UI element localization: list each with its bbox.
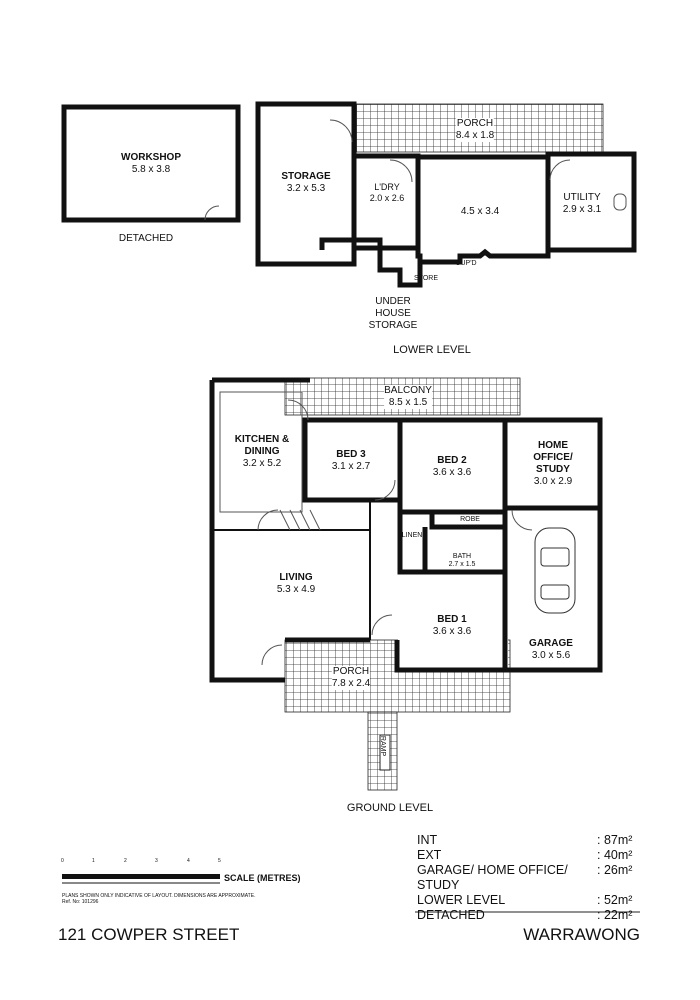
room-name: L'DRY (374, 182, 400, 192)
room-dims: 3.6 x 3.6 (432, 467, 472, 478)
room-name: HOME OFFICE/ STUDY (533, 440, 573, 475)
garage-walls (502, 505, 603, 673)
car-icon (534, 527, 576, 614)
scale-label: SCALE (METRES) (224, 873, 301, 883)
room-name: STORAGE (281, 171, 331, 182)
room-name: PORCH (332, 666, 370, 677)
area-value: : 87m² (597, 833, 633, 847)
room-dims: 8.4 x 1.8 (455, 130, 495, 141)
room-dims: 3.0 x 2.9 (533, 476, 573, 487)
room-name: BED 1 (437, 614, 467, 625)
room-dims: 2.7 x 1.5 (448, 561, 476, 568)
scale-bar (62, 874, 220, 884)
room-name: GARAGE (529, 638, 573, 649)
room-dims: 5.3 x 4.9 (276, 584, 316, 595)
room-name: BED 2 (437, 455, 467, 466)
linen-label: LINEN (401, 532, 423, 539)
area-value: : 22m² (597, 908, 633, 922)
scale-tick: 4 (187, 858, 190, 864)
scale-tick: 0 (61, 858, 64, 864)
room-name: BED 3 (336, 449, 366, 460)
ground-level-title: GROUND LEVEL (346, 802, 434, 814)
ground-outer-walls (209, 377, 505, 683)
area-row: DETACHED : 22m² (417, 908, 639, 923)
store-label: STORE (414, 275, 438, 282)
area-value: : 52m² (597, 893, 633, 907)
room-dims: 3.1 x 2.7 (331, 461, 371, 472)
room-dims: 3.0 x 5.6 (531, 650, 571, 661)
room-name: WORKSHOP (121, 152, 181, 163)
room-name: LIVING (279, 572, 313, 583)
area-label: DETACHED (417, 908, 485, 922)
area-summary: INT : 87m² EXT : 40m² GARAGE/ HOME OFFICE/… (417, 833, 639, 923)
area-row: LOWER LEVEL : 52m² (417, 893, 639, 908)
room-name: KITCHEN & DINING (234, 434, 290, 457)
ramp-label: RAMP (379, 735, 386, 757)
scale-tick: 5 (218, 858, 221, 864)
utility-walls (545, 151, 637, 253)
room-name: UTILITY (563, 192, 601, 203)
room-dims: 3.6 x 3.6 (432, 626, 472, 637)
area-row: GARAGE/ HOME OFFICE/ STUDY : 26m² (417, 863, 639, 893)
room-dims: 5.8 x 3.8 (131, 164, 171, 175)
cupboard-label: CUP'D (455, 260, 477, 267)
room-name: BALCONY (384, 385, 432, 396)
suburb: WARRAWONG (523, 925, 640, 944)
room-dims: 2.9 x 3.1 (562, 204, 602, 215)
room-dims: 8.5 x 1.5 (388, 397, 428, 408)
area-value: : 26m² (597, 863, 633, 877)
detached-label: DETACHED (118, 233, 174, 244)
area-label: GARAGE/ HOME OFFICE/ STUDY (417, 863, 568, 892)
disclaimer-text: PLANS SHOWN ONLY INDICATIVE OF LAYOUT. D… (62, 893, 256, 899)
room-name: PORCH (456, 118, 494, 129)
scale-tick: 3 (155, 858, 158, 864)
workshop-walls (61, 104, 241, 223)
area-row: INT : 87m² (417, 833, 639, 848)
lower-room-label: 4.5 x 3.4 (460, 206, 500, 217)
room-dims: 2.0 x 2.6 (369, 193, 405, 203)
area-value: : 40m² (597, 848, 633, 862)
room-dims: 3.2 x 5.3 (286, 183, 326, 194)
disclaimer: PLANS SHOWN ONLY INDICATIVE OF LAYOUT. D… (62, 893, 255, 905)
area-label: INT (417, 833, 438, 847)
area-label: EXT (417, 848, 442, 862)
address: 121 COWPER STREET (58, 925, 240, 944)
scale-tick: 2 (124, 858, 127, 864)
area-row: EXT : 40m² (417, 848, 639, 863)
area-label: LOWER LEVEL (417, 893, 506, 907)
reference-number: Ref. No: 101296 (62, 899, 99, 905)
room-name: BATH (452, 553, 472, 560)
robe-label: ROBE (460, 516, 480, 523)
scale-tick: 1 (92, 858, 95, 864)
room-dims: 3.2 x 5.2 (242, 458, 282, 469)
under-house-storage-label: UNDER HOUSE STORAGE (368, 296, 418, 331)
lower-level-title: LOWER LEVEL (393, 344, 471, 356)
room-dims: 7.8 x 2.4 (331, 678, 371, 689)
